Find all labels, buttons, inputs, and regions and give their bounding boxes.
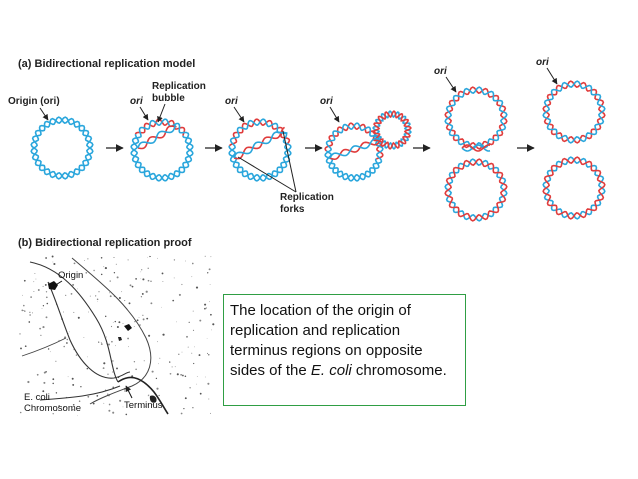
ori-label: ori — [225, 96, 238, 107]
panel-a-title: (a) Bidirectional replication model — [18, 58, 195, 70]
theta-stage-chromosome — [324, 110, 412, 182]
micro-ecoli-label: E. coli — [24, 392, 50, 403]
fork-stage-chromosome — [228, 118, 292, 182]
ori-pointer — [233, 106, 245, 123]
forks-label-line2: forks — [280, 204, 305, 215]
fork-pointer — [237, 156, 297, 193]
caption-box: The location of the origin of replicatio… — [223, 294, 466, 406]
panel-b-title: (b) Bidirectional replication proof — [18, 237, 192, 249]
forks-label-line1: Replication — [280, 192, 334, 203]
bubble-pointer — [157, 103, 166, 123]
micro-terminus-label: Terminus — [124, 400, 163, 411]
origin-label: Origin (ori) — [8, 96, 60, 107]
bubble-label-line1: Replication — [152, 81, 206, 92]
ori-pointer — [329, 106, 340, 123]
caption-text-post: chromosome. — [351, 362, 447, 379]
caption-text-pre: The location of the origin of replicatio… — [230, 302, 423, 379]
caption-text-italic: E. coli — [310, 362, 352, 379]
ori-label: ori — [434, 66, 447, 77]
origin-pointer — [39, 107, 49, 121]
ori-pointer — [139, 106, 149, 121]
figure-eight-chromosome — [444, 86, 508, 222]
micro-origin-pointer — [53, 280, 63, 287]
ori-pointer — [546, 67, 558, 85]
micro-chromosome-label: Chromosome — [24, 403, 81, 414]
ori-label: ori — [130, 96, 143, 107]
micro-terminus-pointer — [125, 385, 133, 399]
bubble-stage-chromosome — [130, 118, 194, 182]
micro-origin-label: Origin — [58, 270, 83, 281]
ori-label: ori — [536, 57, 549, 68]
bubble-label-line2: bubble — [152, 93, 185, 104]
ori-label: ori — [320, 96, 333, 107]
parent-chromosome — [30, 116, 94, 180]
fork-pointer — [282, 130, 297, 193]
ori-pointer — [445, 76, 457, 93]
electron-micrograph — [19, 255, 215, 418]
daughter-chromosomes — [542, 80, 606, 220]
